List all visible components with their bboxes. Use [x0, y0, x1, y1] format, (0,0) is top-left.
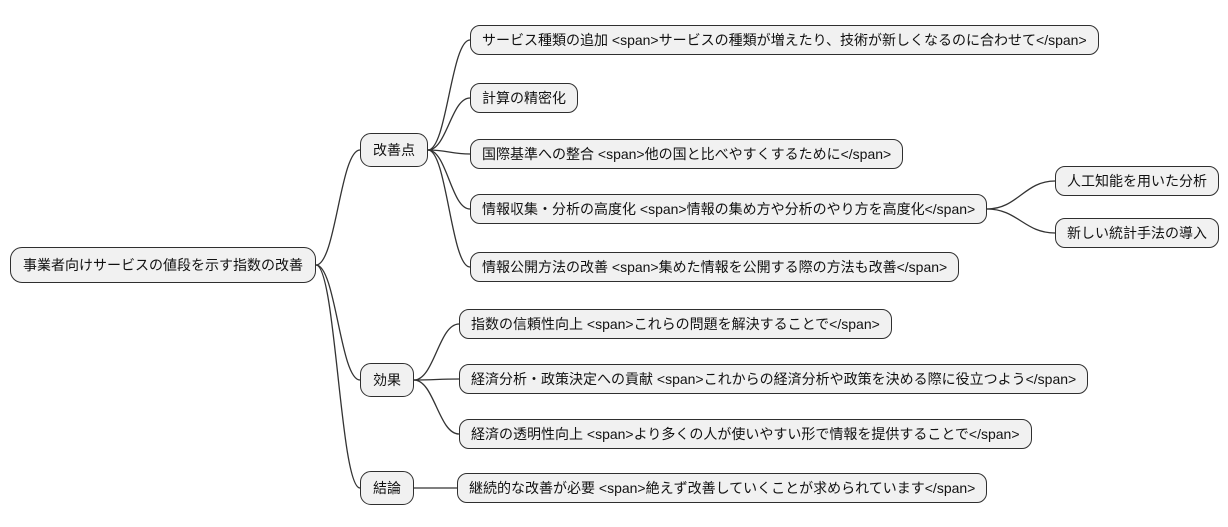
leaf-index-reliability[interactable]: 指数の信頼性向上 <span>これらの問題を解決することで</span>: [459, 309, 892, 339]
connector-link: [413, 378, 460, 381]
leaf-new-statistical-methods[interactable]: 新しい統計手法の導入: [1055, 218, 1219, 248]
connector-link: [427, 149, 471, 155]
connector-link: [413, 323, 460, 381]
branch-effects[interactable]: 効果: [360, 363, 414, 397]
branch-conclusion[interactable]: 結論: [360, 471, 414, 505]
connector-link: [986, 208, 1056, 234]
connector-link: [986, 180, 1056, 210]
branch-improvements[interactable]: 改善点: [360, 133, 428, 167]
connector-link: [427, 97, 471, 151]
leaf-economic-transparency[interactable]: 経済の透明性向上 <span>より多くの人が使いやすい形で情報を提供することで<…: [459, 419, 1032, 449]
leaf-ai-analysis[interactable]: 人工知能を用いた分析: [1055, 166, 1219, 196]
leaf-continuous-improvement[interactable]: 継続的な改善が必要 <span>絶えず改善していくことが求められています</sp…: [457, 473, 988, 503]
leaf-data-collection-analysis[interactable]: 情報収集・分析の高度化 <span>情報の集め方や分析のやり方を高度化</spa…: [470, 194, 988, 224]
leaf-economic-analysis-contribution[interactable]: 経済分析・政策決定への貢献 <span>これからの経済分析や政策を決める際に役立…: [459, 364, 1089, 394]
connector-link: [413, 379, 460, 435]
connector-link: [427, 149, 471, 210]
leaf-data-publication-improvement[interactable]: 情報公開方法の改善 <span>集めた情報を公開する際の方法も改善</span>: [470, 252, 960, 282]
node-root[interactable]: 事業者向けサービスの値段を示す指数の改善: [10, 247, 316, 283]
connector-link: [427, 149, 471, 268]
connector-link: [315, 264, 361, 381]
leaf-service-type-addition[interactable]: サービス種類の追加 <span>サービスの種類が増えたり、技術が新しくなるのに合…: [470, 25, 1099, 55]
leaf-international-standards[interactable]: 国際基準への整合 <span>他の国と比べやすくするために</span>: [470, 139, 904, 169]
connector-link: [427, 39, 471, 151]
leaf-calculation-precision[interactable]: 計算の精密化: [470, 83, 578, 113]
connector-link: [315, 149, 361, 266]
connector-link: [315, 264, 361, 489]
